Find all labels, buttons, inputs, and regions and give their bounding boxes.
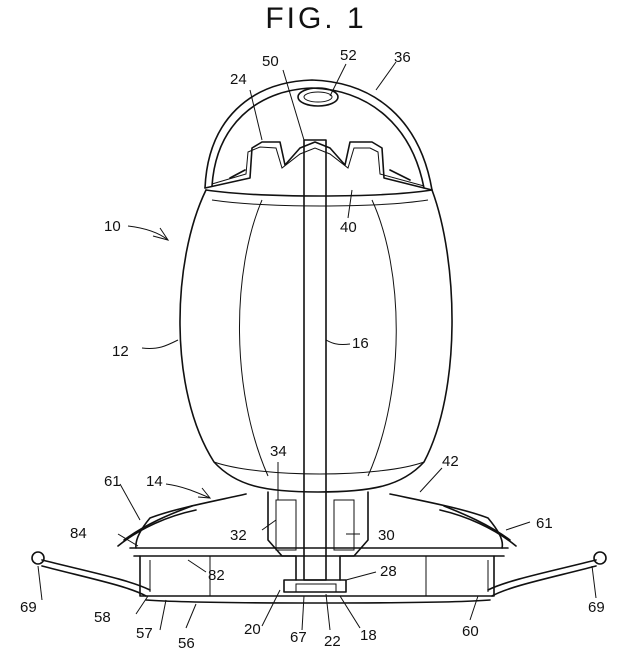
feeding-tray: [32, 494, 606, 603]
label-60: 60: [462, 623, 479, 640]
figure-title: FIG. 1: [265, 2, 366, 35]
label-61-left: 61: [104, 473, 121, 490]
base-collar: [268, 492, 368, 592]
label-40: 40: [340, 219, 357, 236]
label-52: 52: [340, 47, 357, 64]
label-84: 84: [70, 525, 87, 542]
label-57: 57: [136, 625, 153, 642]
reference-labels: 10 12 14 16 18 20 22 24 28 30 32 34 36 4…: [20, 47, 605, 652]
top-cap: [205, 80, 432, 190]
label-36: 36: [394, 49, 411, 66]
label-14: 14: [146, 473, 163, 490]
label-16: 16: [352, 335, 369, 352]
label-67: 67: [290, 629, 307, 646]
label-34: 34: [270, 443, 287, 460]
label-42: 42: [442, 453, 459, 470]
label-18: 18: [360, 627, 377, 644]
label-30: 30: [378, 527, 395, 544]
label-28: 28: [380, 563, 397, 580]
label-69-right: 69: [588, 599, 605, 616]
label-58: 58: [94, 609, 111, 626]
label-50: 50: [262, 53, 279, 70]
label-32: 32: [230, 527, 247, 544]
label-12: 12: [112, 343, 129, 360]
label-24: 24: [230, 71, 247, 88]
label-20: 20: [244, 621, 261, 638]
label-61-right: 61: [536, 515, 553, 532]
label-82: 82: [208, 567, 225, 584]
label-69-left: 69: [20, 599, 37, 616]
label-10: 10: [104, 218, 121, 235]
reservoir-body: [180, 190, 452, 492]
label-22: 22: [324, 633, 341, 650]
label-56: 56: [178, 635, 195, 652]
